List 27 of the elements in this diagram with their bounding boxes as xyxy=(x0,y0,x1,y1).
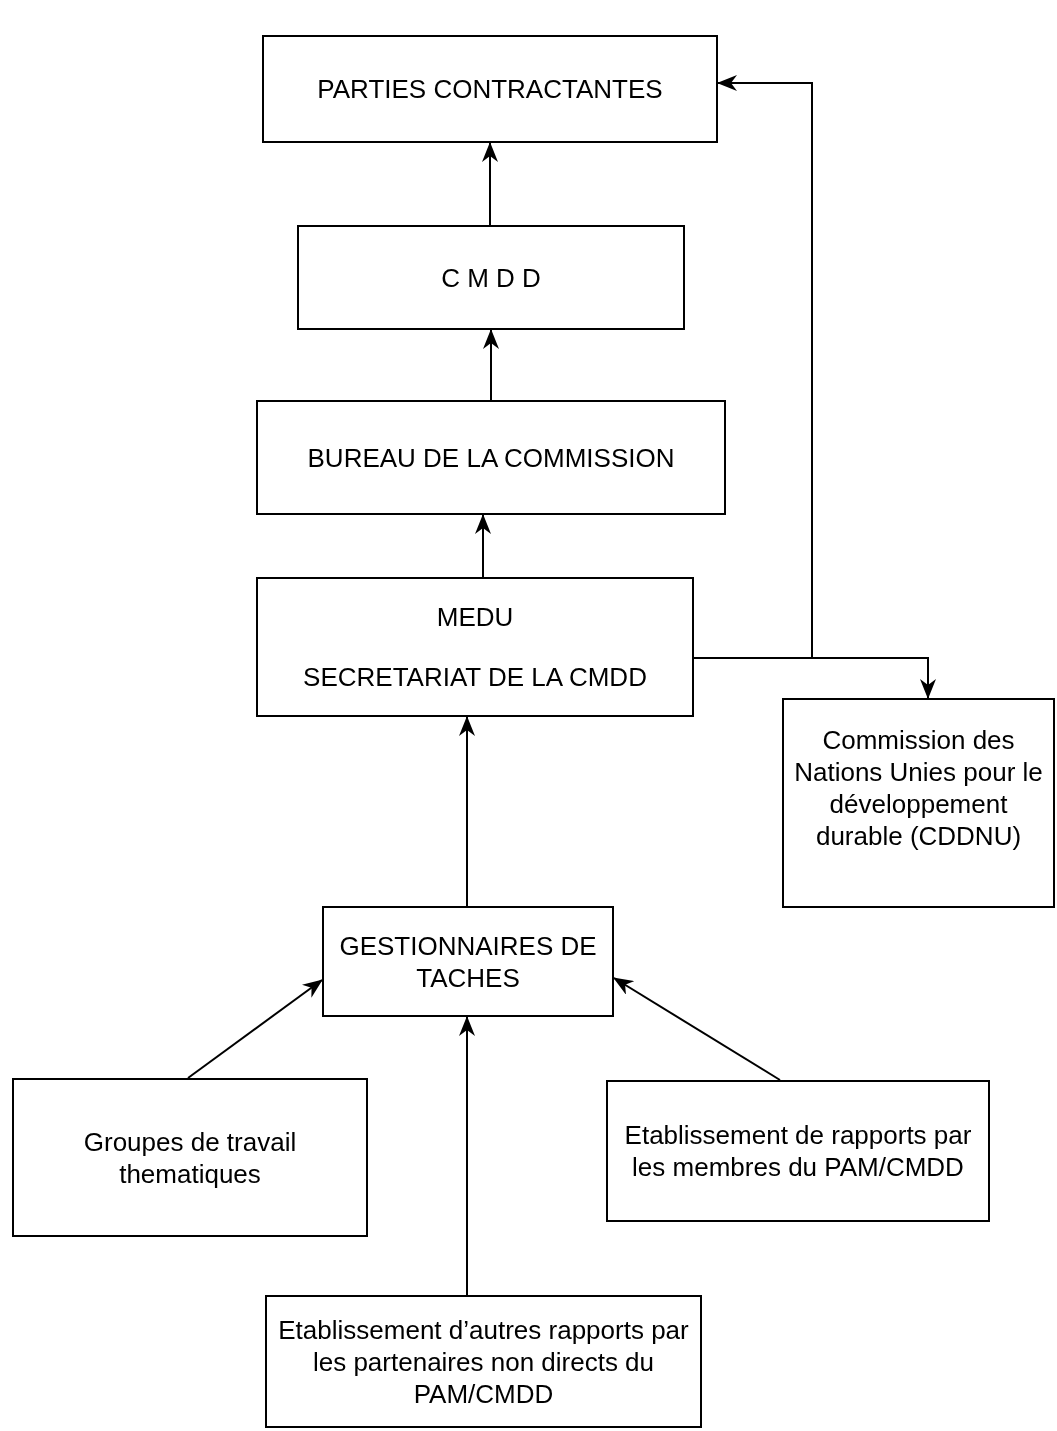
box-label: C M D D xyxy=(441,261,541,294)
arrow xyxy=(613,977,781,1081)
org-box xyxy=(256,577,694,717)
org-box xyxy=(782,698,1055,908)
box-label: MEDU xyxy=(436,601,514,633)
box-label: PARTIES CONTRACTANTES xyxy=(317,73,663,105)
box-label: Groupes de travail thematiques xyxy=(82,1125,298,1190)
arrow xyxy=(693,657,936,699)
arrow xyxy=(483,329,499,401)
arrow xyxy=(459,1016,475,1296)
org-box xyxy=(265,1295,702,1428)
box-label: GESTIONNAIRES DE TACHES xyxy=(338,929,598,994)
box-label: Commission des Nations Unies pour le développement durable (CDDNU) xyxy=(793,724,1044,852)
arrow xyxy=(459,716,475,907)
org-box xyxy=(322,906,614,1017)
box-label: SECRETARIAT DE LA CMDD xyxy=(303,661,647,693)
box-label: Etablissement de rapports par les membres du PAM/CMDD xyxy=(623,1119,973,1183)
org-box xyxy=(256,400,726,515)
org-box xyxy=(12,1078,368,1237)
arrow xyxy=(482,142,498,226)
org-box xyxy=(297,225,685,330)
arrow xyxy=(475,514,491,578)
arrow xyxy=(187,979,323,1079)
org-box xyxy=(606,1080,990,1222)
box-label: Etablissement d’autres rapports par les partenaires non directs du PAM/CMDD xyxy=(277,1313,690,1410)
box-label: BUREAU DE LA COMMISSION xyxy=(307,441,675,474)
org-box xyxy=(262,35,718,143)
